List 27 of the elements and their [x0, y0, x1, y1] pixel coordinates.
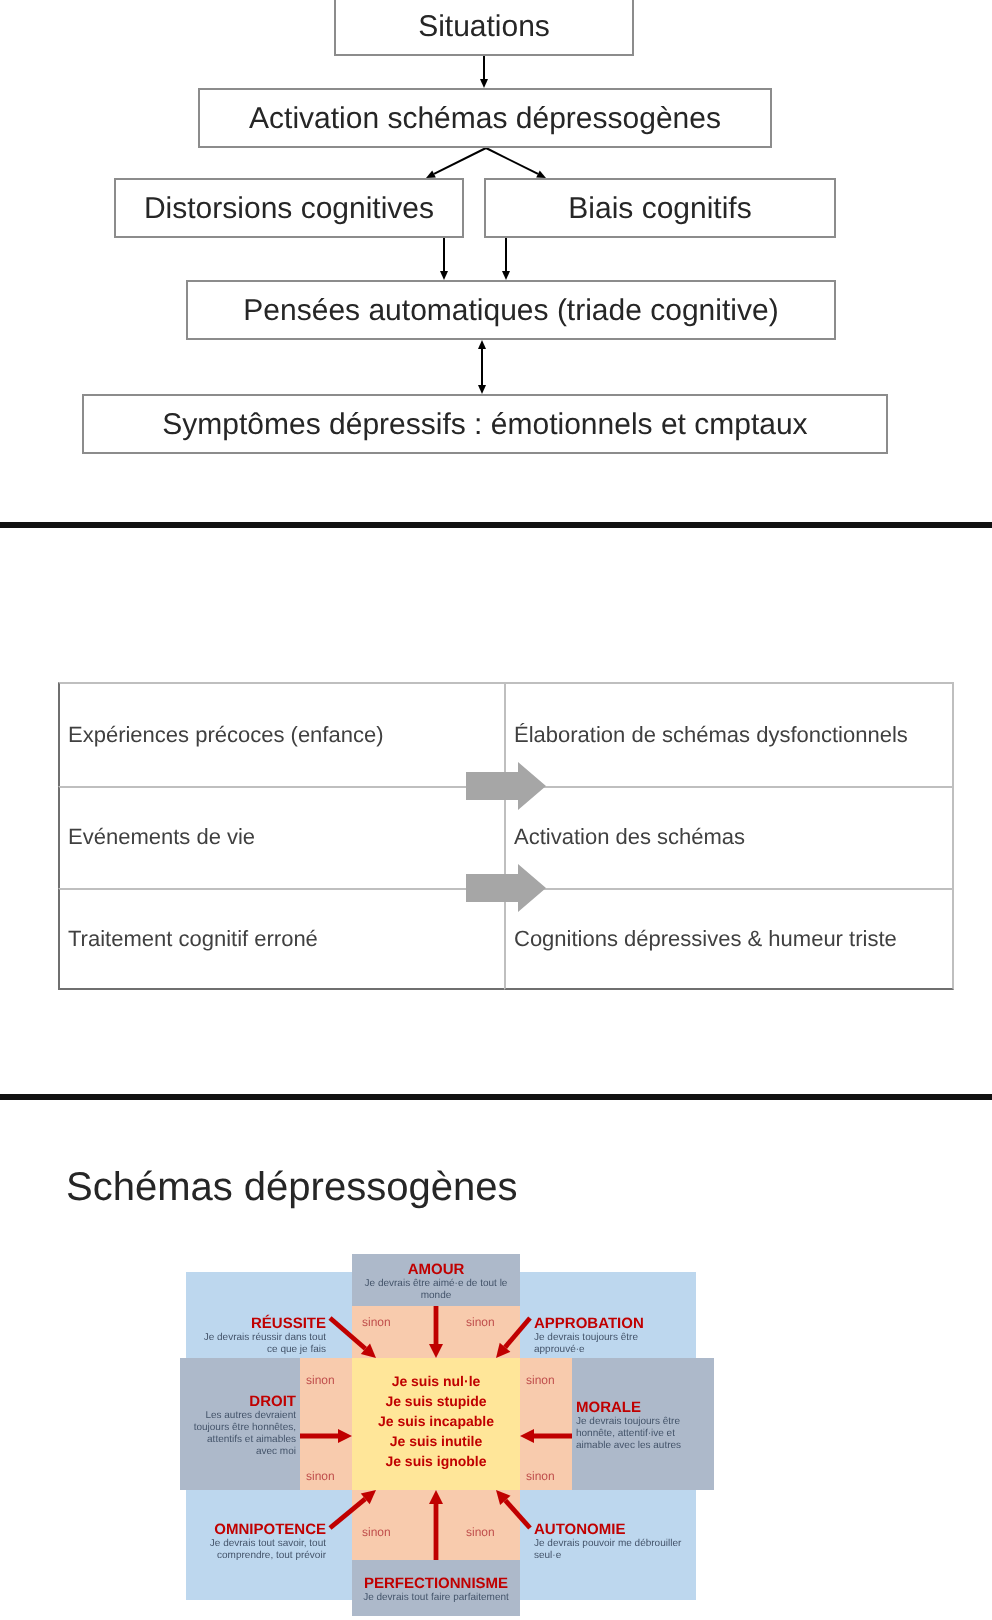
center-box — [352, 1358, 520, 1490]
process-box: Activation schémas dépressogènes — [198, 88, 772, 148]
arrow — [429, 1306, 443, 1358]
arrow — [300, 1429, 352, 1443]
process-box: Symptômes dépressifs : émotionnels et cmptaux — [82, 394, 888, 454]
arrow — [426, 147, 487, 178]
process-box: Distorsions cognitives — [114, 178, 464, 238]
arrow — [480, 55, 488, 88]
arrow — [478, 340, 486, 394]
arrow — [496, 1316, 532, 1358]
schema-box — [180, 1358, 300, 1490]
process-box: Situations — [334, 0, 634, 56]
process-box: Pensées automatiques (triade cognitive) — [186, 280, 836, 340]
arrow — [328, 1316, 376, 1358]
slide-title: Schémas dépressogènes — [66, 1166, 518, 1212]
arrow — [328, 1490, 376, 1530]
schema-box — [572, 1358, 714, 1490]
arrow — [440, 237, 448, 280]
arrow — [502, 237, 510, 280]
arrow — [429, 1490, 443, 1560]
arrow — [496, 1490, 532, 1530]
schema-box — [352, 1254, 520, 1306]
table-cell: Cognitions dépressives & humeur triste — [504, 888, 954, 990]
schema-box — [352, 1560, 520, 1616]
arrow — [485, 147, 546, 178]
arrow — [520, 1429, 572, 1443]
process-box: Biais cognitifs — [484, 178, 836, 238]
